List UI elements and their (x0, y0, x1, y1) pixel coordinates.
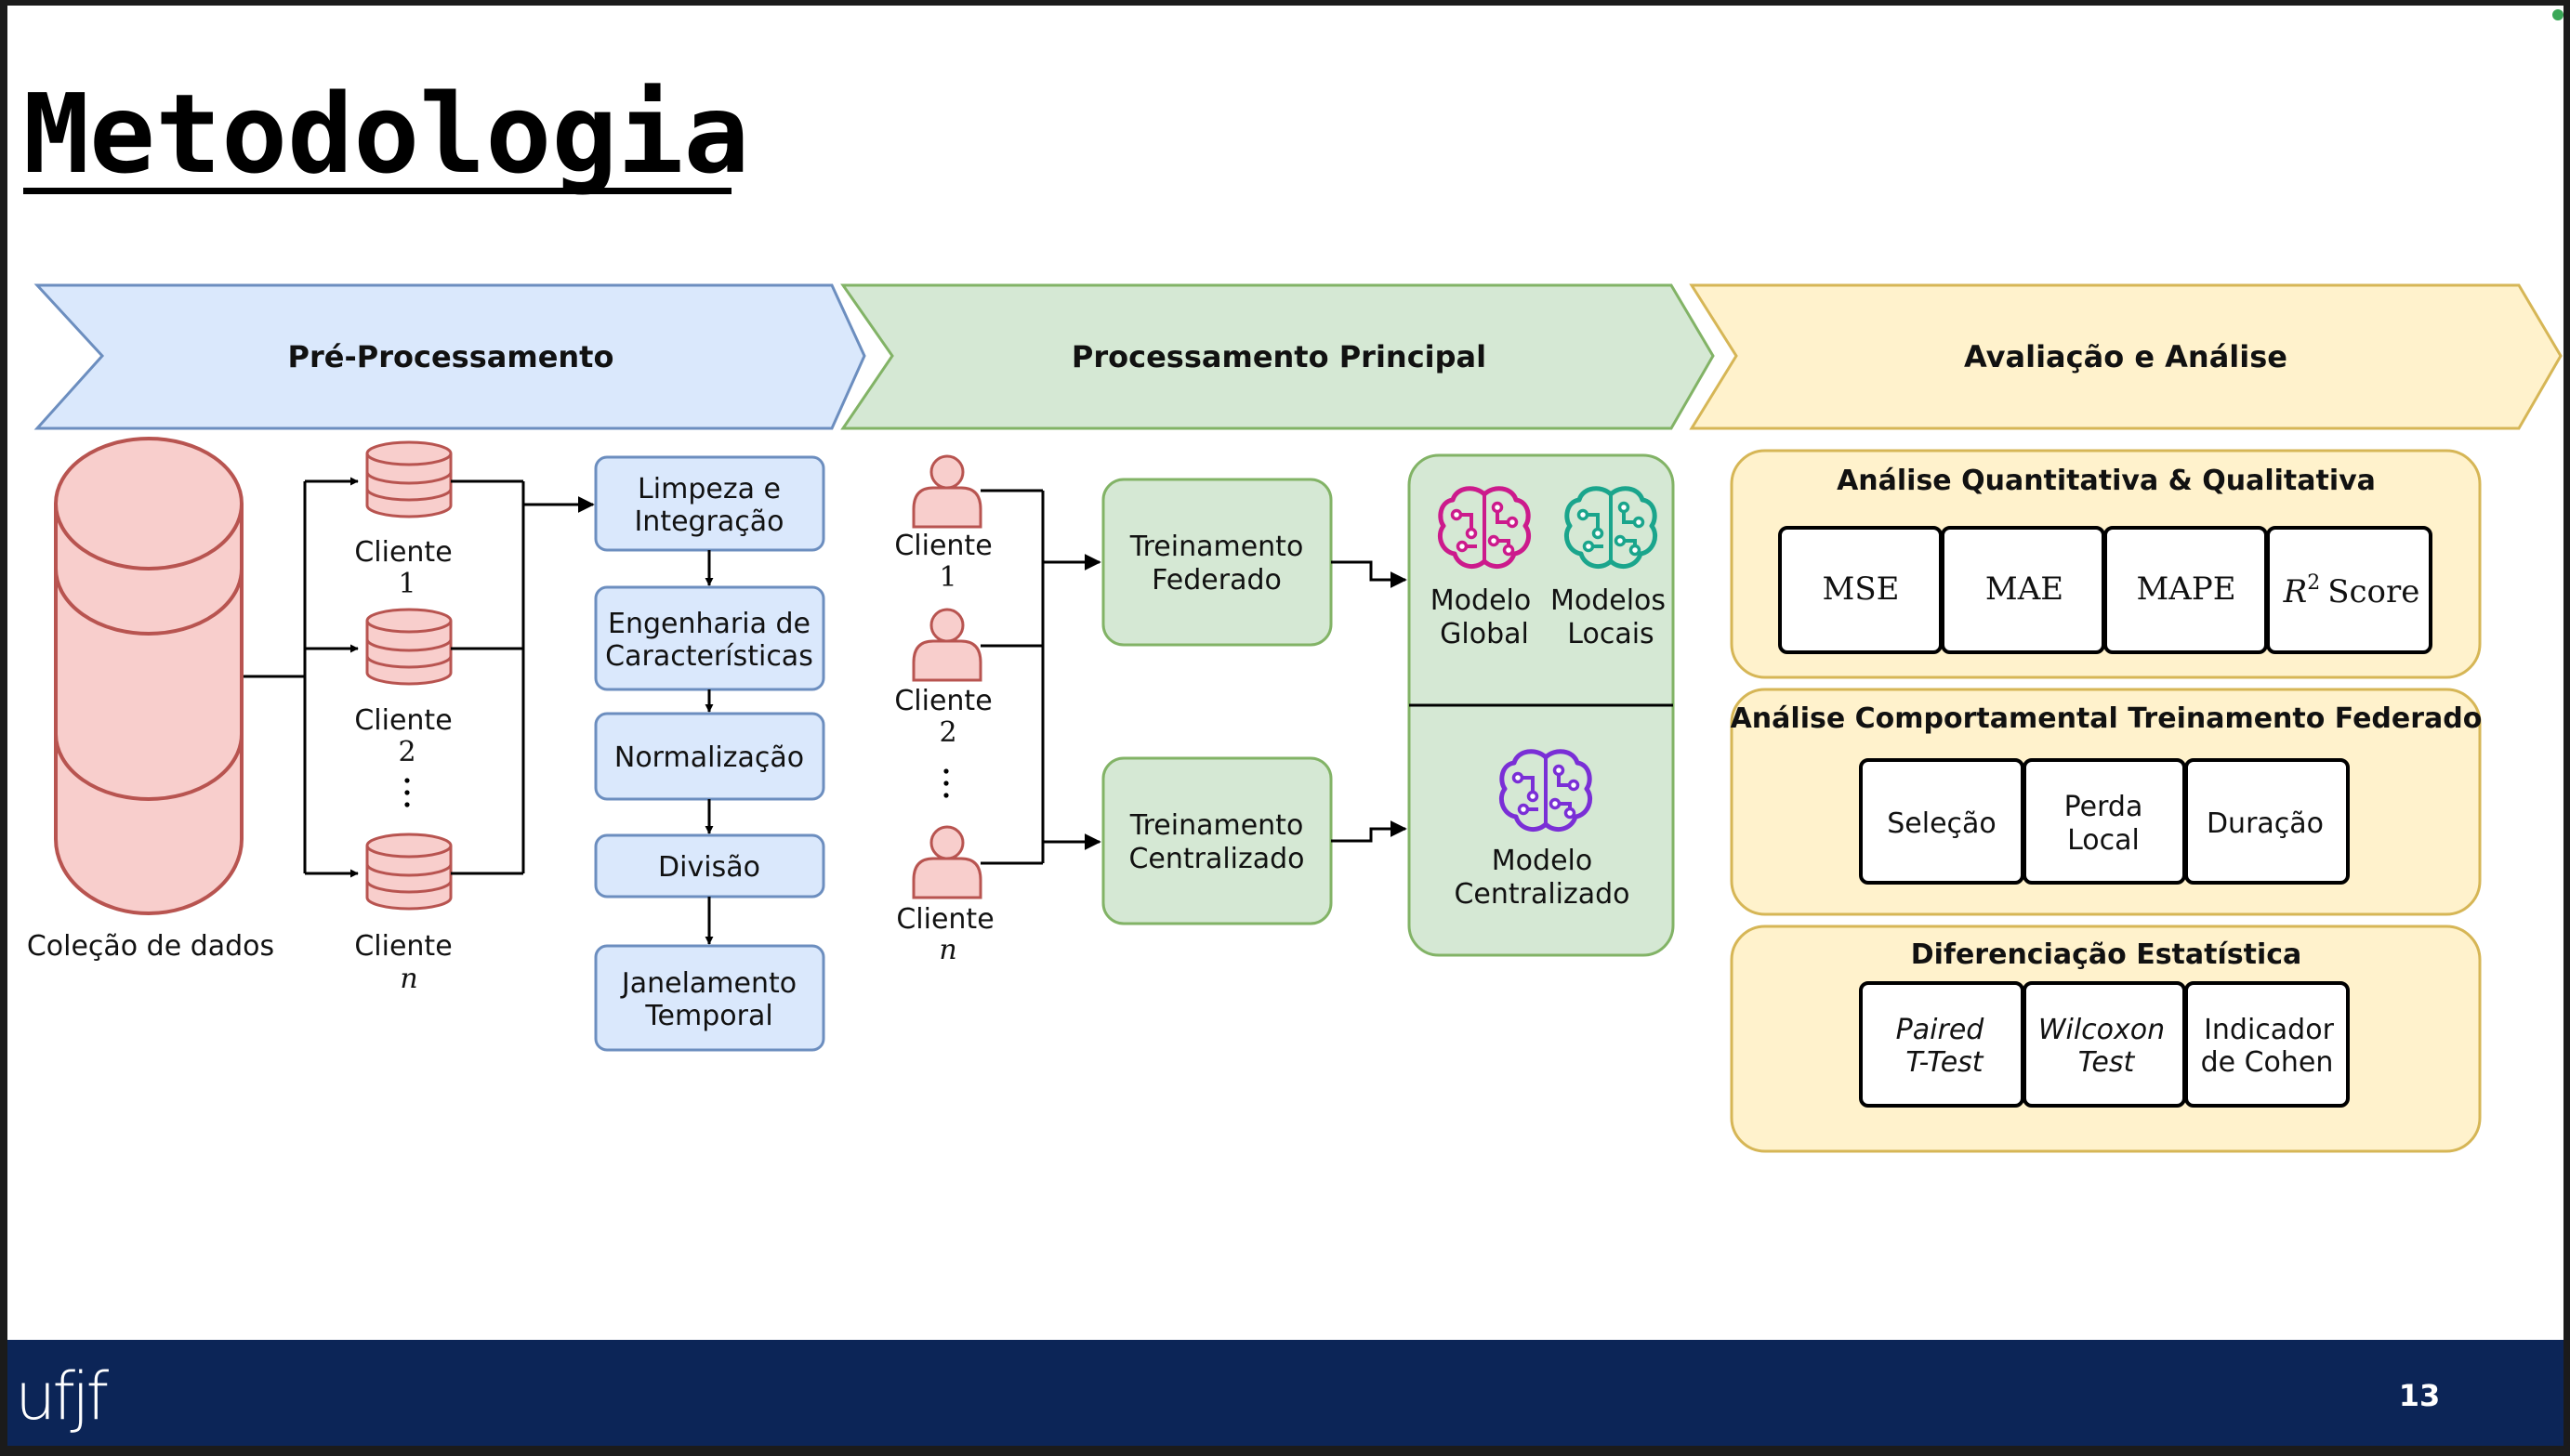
pre-step-3: Normalização (594, 712, 825, 801)
stats-row (1859, 981, 2350, 1108)
pre-client-id-n: n (400, 963, 417, 995)
stats-item-3-line-2: de Cohen (2201, 1046, 2334, 1079)
global-model-line-2: Global (1440, 618, 1529, 650)
central-model-line-1: Modelo (1492, 845, 1592, 877)
centralized-line-2: Centralizado (1128, 843, 1304, 875)
phase-main-chevron (840, 283, 1715, 430)
clients-to-training-connectors (981, 489, 1101, 865)
client-db-icon-2 (365, 608, 453, 686)
local-models-line-1: Modelos (1550, 584, 1666, 617)
pre-client-ellipsis (404, 778, 410, 807)
behavior-item-2-line-2: Local (2067, 824, 2140, 857)
slide-title: Metodologia (23, 70, 749, 198)
centralized-line-1: Treinamento (1129, 809, 1304, 842)
clients-to-steps-connectors (451, 479, 595, 875)
pre-step-5-line-1: Janelamento (620, 967, 797, 1000)
behavior-item-3: Duração (2207, 807, 2324, 840)
federated-training-box: Treinamento Federado (1101, 478, 1333, 647)
pre-step-4-line-1: Divisão (658, 851, 760, 884)
pre-step-1-line-2: Integração (634, 505, 784, 538)
metric-mae: MAE (1985, 571, 2063, 608)
pre-step-2: Engenharia de Características (594, 585, 825, 691)
metric-mse: MSE (1823, 571, 1900, 608)
local-models-line-2: Locais (1567, 618, 1654, 650)
pre-client-id-1: 1 (398, 568, 415, 600)
models-panel (1407, 453, 1675, 957)
client-db-icon-n (365, 833, 453, 911)
metric-r2: R2 Score (2283, 571, 2420, 610)
main-client-id-1: 1 (939, 561, 956, 594)
pre-step-4: Divisão (594, 833, 825, 899)
centralized-training-box: Treinamento Centralizado (1101, 756, 1333, 925)
client-db-icon-1 (365, 440, 453, 518)
stats-item-2-line-1: Wilcoxon (2038, 1014, 2165, 1046)
phase-main-label: Processamento Principal (1072, 339, 1486, 374)
status-dot (2552, 9, 2563, 20)
phase-eval-label: Avaliação e Análise (1964, 339, 2287, 374)
metric-r2-exp: 2 (2307, 571, 2320, 595)
metric-r2-base: R (2283, 573, 2308, 610)
footer-bar (7, 1340, 2563, 1446)
main-client-id-2: 2 (939, 716, 956, 749)
quant-title: Análise Quantitativa & Qualitativa (1837, 465, 2376, 497)
pre-client-id-2: 2 (398, 736, 415, 768)
page-number: 13 (2399, 1378, 2441, 1413)
federated-line-1: Treinamento (1129, 531, 1304, 563)
person-icon-2 (912, 608, 982, 682)
behavior-item-2-line-1: Perda (2064, 791, 2143, 823)
main-client-ellipsis (943, 768, 949, 798)
phase-eval-chevron (1689, 283, 2563, 430)
ufjf-logo: ufjf (15, 1358, 109, 1435)
stats-item-1-line-1: Paired (1896, 1014, 1985, 1046)
pre-step-1: Limpeza e Integração (594, 455, 825, 552)
metric-row (1778, 526, 2432, 654)
stats-title: Diferenciação Estatística (1911, 938, 2302, 971)
main-client-label-n: Cliente (896, 903, 994, 936)
training-to-models-connectors (1331, 560, 1407, 843)
pre-step-5-line-2: Temporal (644, 1000, 772, 1032)
metric-mape: MAPE (2136, 571, 2235, 608)
stats-item-2-line-2: Test (2078, 1046, 2136, 1079)
pre-step-2-line-1: Engenharia de (608, 608, 811, 640)
stats-item-3-line-1: Indicador (2204, 1014, 2335, 1046)
pre-step-2-line-2: Características (605, 640, 813, 673)
metric-r2-word: Score (2327, 573, 2419, 610)
federated-line-2: Federado (1152, 564, 1282, 597)
pre-client-label-n: Cliente (354, 930, 452, 963)
main-client-label-2: Cliente (894, 685, 992, 717)
pre-step-5: Janelamento Temporal (594, 944, 825, 1052)
pre-step-1-line-1: Limpeza e (638, 473, 781, 505)
behavior-row (1859, 758, 2350, 885)
main-client-label-1: Cliente (894, 530, 992, 562)
person-icon-n (912, 825, 982, 899)
phase-pre-label: Pré-Processamento (288, 339, 614, 374)
data-collection-label: Coleção de dados (27, 930, 274, 963)
global-model-line-1: Modelo (1430, 584, 1531, 617)
title-underline (23, 188, 731, 194)
data-collection-cylinder (54, 437, 244, 915)
collection-to-clients-connectors (244, 477, 359, 878)
pre-client-label-1: Cliente (354, 536, 452, 569)
phase-pre-chevron (33, 283, 866, 430)
main-client-id-n: n (939, 934, 956, 966)
central-model-line-2: Centralizado (1454, 878, 1629, 911)
pre-client-label-2: Cliente (354, 704, 452, 737)
behavior-item-1: Seleção (1887, 807, 1997, 840)
person-icon-1 (912, 454, 982, 529)
stats-item-1-line-2: T-Test (1905, 1046, 1984, 1079)
pre-step-3-line-1: Normalização (614, 741, 804, 774)
behavior-title: Análise Comportamental Treinamento Feder… (1731, 702, 2483, 735)
